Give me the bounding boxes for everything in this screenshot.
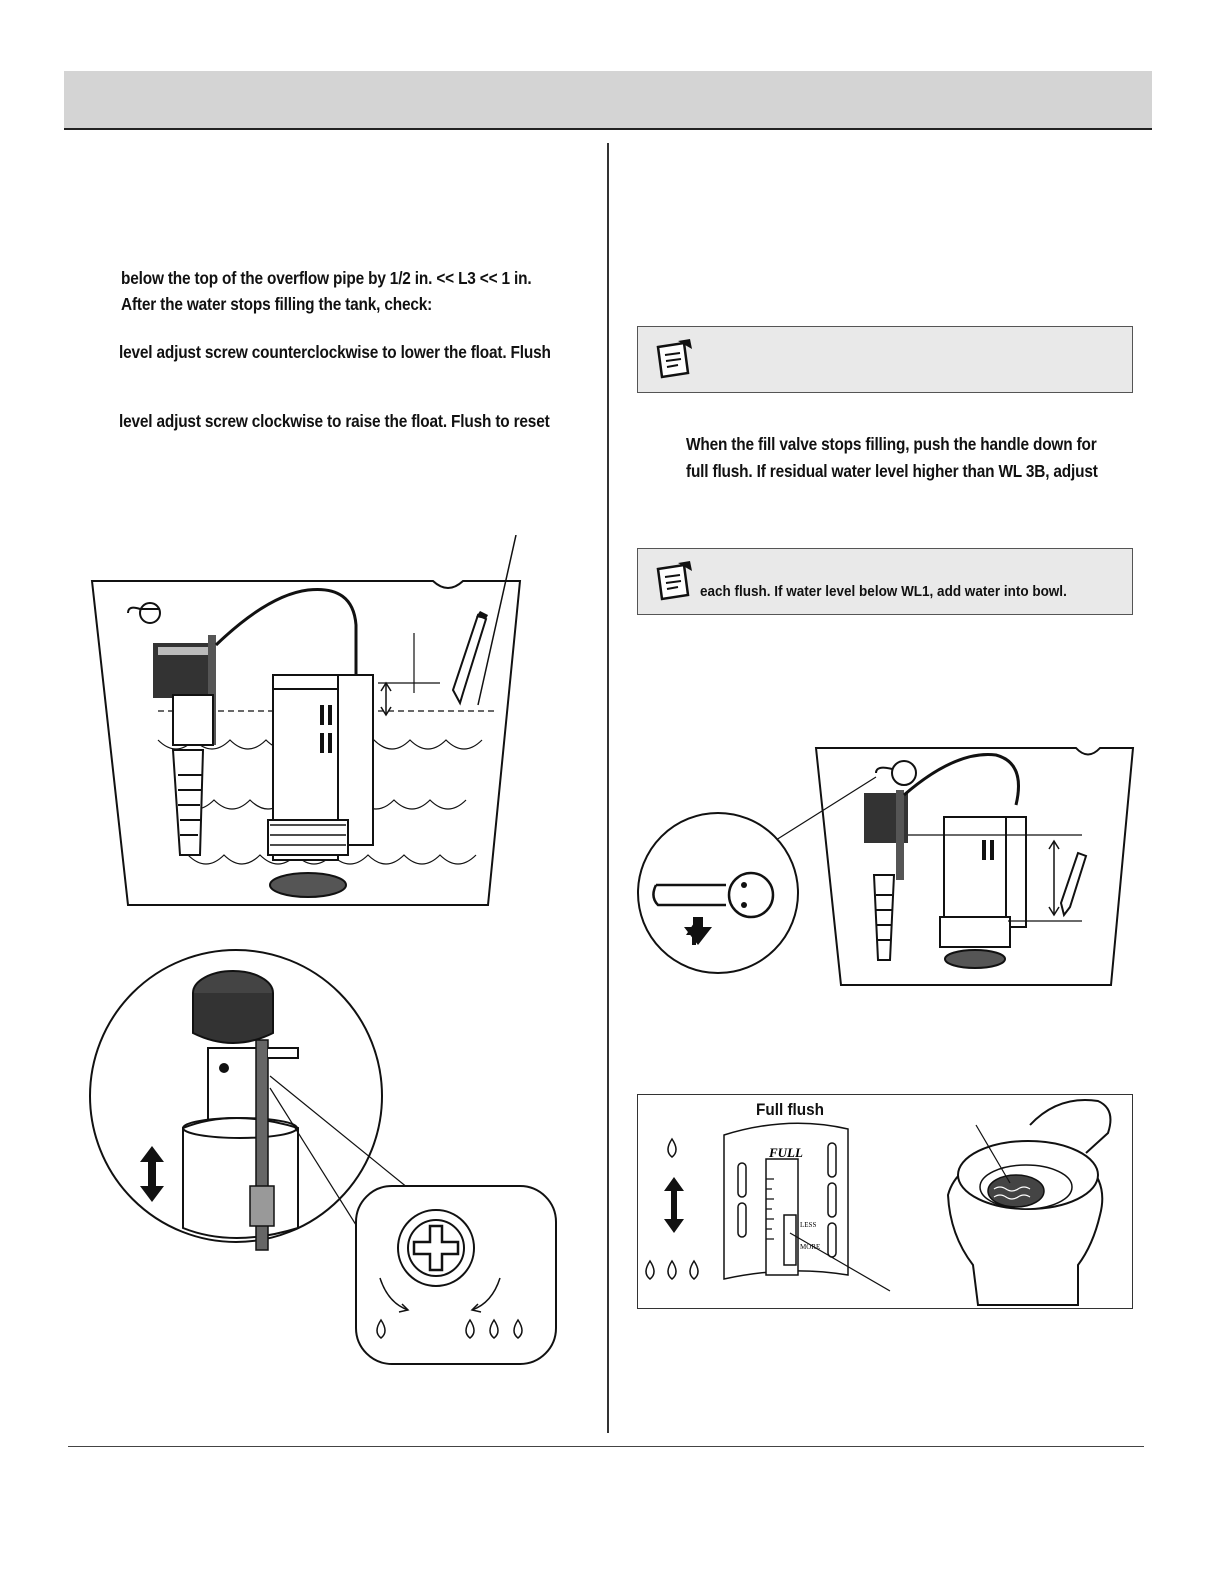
fill-valve-closeup-diagram [89,949,557,1365]
left-text-line-1: below the top of the overflow pipe by 1/… [121,268,532,288]
note-box-1 [637,326,1133,393]
right-text-line-1: When the fill valve stops filling, push … [686,434,1097,454]
note-pad-icon [656,339,692,379]
left-text-line-4: level adjust screw clockwise to raise th… [119,411,550,431]
scale-full-label: FULL [768,1145,803,1160]
full-flush-box: Full flush FULL LESS MORE [637,1094,1133,1309]
handle-flush-diagram [637,747,1135,986]
footer-rule [68,1446,1144,1447]
note-pad-icon [656,561,692,601]
scale-less-label: LESS [800,1221,816,1229]
left-text-line-3: level adjust screw counterclockwise to l… [119,342,551,362]
right-text-line-2: full flush. If residual water level high… [686,461,1098,481]
header-band [64,71,1152,130]
full-flush-label: Full flush [756,1100,824,1119]
note-2-text: each flush. If water level below WL1, ad… [700,583,1067,600]
note-box-2: each flush. If water level below WL1, ad… [637,548,1133,615]
tank-water-level-diagram [90,535,522,906]
column-divider [607,143,609,1433]
full-flush-scale-and-bowl: FULL LESS MORE [645,1099,1112,1306]
scale-more-label: MORE [800,1243,820,1251]
left-text-line-2: After the water stops filling the tank, … [121,294,433,314]
